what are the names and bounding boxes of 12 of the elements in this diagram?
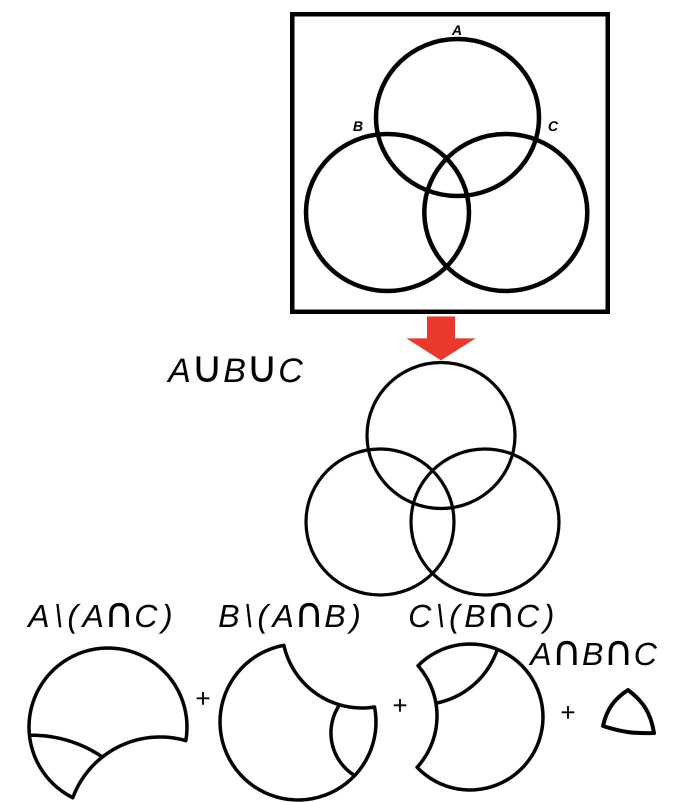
plus-sign: + xyxy=(196,692,210,705)
circle-label: C xyxy=(548,121,558,132)
circle-label: A xyxy=(452,25,462,35)
plus-sign: + xyxy=(394,698,406,712)
set-label: B\(A∩B) xyxy=(219,602,359,634)
set-label: A∪B∪C xyxy=(166,356,303,382)
set-label: C\(B∩C) xyxy=(410,602,552,634)
set-label: A∩B∩C xyxy=(528,640,658,666)
circle-label: B xyxy=(353,121,363,131)
frame xyxy=(290,12,610,314)
plus-sign: + xyxy=(562,706,574,719)
set-label: A\(A∩C) xyxy=(26,602,171,634)
